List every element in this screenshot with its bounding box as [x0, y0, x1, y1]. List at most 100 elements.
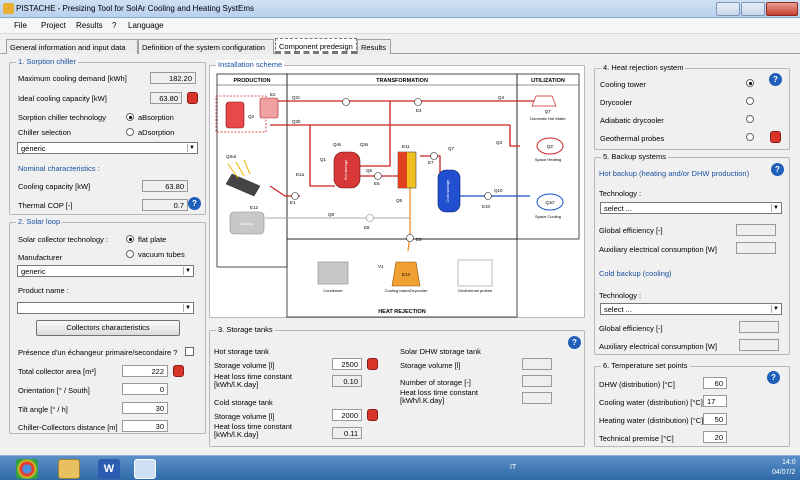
hot-backup-tech-dropdown[interactable]: select ...▼: [600, 202, 782, 214]
pipe-q4s: [360, 101, 391, 167]
cold-backup-tech-dropdown[interactable]: select ...▼: [600, 303, 782, 315]
orientation-field[interactable]: 0: [122, 383, 168, 395]
cooling-capacity-label: Cooling capacity [kW]: [18, 182, 91, 191]
language-indicator[interactable]: IT: [510, 464, 517, 471]
heat-exchanger-checkbox[interactable]: [185, 347, 194, 356]
collectors-characteristics-button[interactable]: Collectors characteristics: [36, 320, 180, 336]
q3p-label: Q3': [547, 144, 554, 149]
utilization-frame: [516, 73, 580, 240]
tab-system-configuration[interactable]: Definition of the system configuration: [138, 39, 274, 54]
product-name-dropdown[interactable]: ▼: [17, 302, 194, 314]
hot-loss-label: Heat loss time constant [kWh/l.K.day]: [214, 372, 292, 389]
chiller-tech-label: Sorption chiller technology: [18, 113, 106, 122]
technical-premise-field[interactable]: 20: [703, 431, 727, 443]
heat-exchanger-label: Présence d'un échangeur primaire/seconda…: [18, 348, 178, 357]
q8-label: Q8: [328, 212, 335, 217]
cooling-tower-radio[interactable]: [746, 79, 754, 87]
adiabatic-drycooler-radio[interactable]: [746, 115, 754, 123]
tab-bar: General information and input data Defin…: [0, 38, 800, 54]
chiller-selection-value: generic: [21, 144, 46, 153]
dhw-storage-component: [225, 101, 245, 129]
flat-plate-label: flat plate: [138, 235, 167, 244]
adsorption-label: aDsorption: [138, 128, 175, 137]
cooling-water-field[interactable]: 17: [703, 395, 727, 407]
geothermal-probes-label: Geothermal probes: [600, 134, 665, 143]
clock-time[interactable]: 14:0: [782, 459, 796, 466]
taskbar: W IT 14:0 04/07/2: [0, 455, 800, 480]
hot-volume-field[interactable]: 2500: [332, 358, 362, 370]
cold-backup-title: Cold backup (cooling): [599, 269, 672, 278]
delete-icon[interactable]: [770, 131, 781, 143]
cold-loss-label: Heat loss time constant [kWh/l.K.day]: [214, 422, 292, 439]
cold-volume-field[interactable]: 2000: [332, 409, 362, 421]
q2-label: Q2: [248, 114, 255, 119]
pump-icon: [342, 98, 350, 106]
hot-efficiency-label: Global efficiency [-]: [599, 226, 663, 235]
heating-water-field[interactable]: 50: [703, 413, 727, 425]
dhw-volume-field: [522, 358, 552, 370]
drycooler-radio[interactable]: [746, 97, 754, 105]
group-title: 5. Backup systems: [601, 152, 668, 161]
scheme-diagram: PRODUCTION TRANSFORMATION UTILIZATION HE…: [215, 73, 580, 318]
pump-icon: [374, 172, 382, 180]
dhw-setpoint-field[interactable]: 60: [703, 377, 727, 389]
tab-component-predesign[interactable]: Component predesign: [275, 38, 357, 54]
menu-project[interactable]: Project: [41, 21, 66, 30]
chiller-selection-dropdown[interactable]: generic▼: [17, 142, 198, 154]
help-icon[interactable]: ?: [769, 73, 782, 86]
delete-icon[interactable]: [367, 358, 378, 370]
backup-component: [229, 211, 265, 235]
sun-ray: [227, 163, 239, 179]
heat-rejection-group: 4. Heat rejection system Cooling tower D…: [594, 63, 790, 150]
word-icon[interactable]: W: [98, 459, 120, 479]
geothermal-probes-radio[interactable]: [746, 133, 754, 141]
dhw-loss-label: Heat loss time constant [kWh/l.K.day]: [400, 388, 478, 405]
help-icon[interactable]: ?: [568, 336, 581, 349]
cooling-capacity-field: 63.80: [142, 180, 188, 192]
delete-icon[interactable]: [173, 365, 184, 377]
collector-area-field[interactable]: 222: [122, 365, 168, 377]
folder-icon[interactable]: [58, 459, 80, 479]
absorption-radio[interactable]: [126, 113, 134, 121]
e2-exchanger-component: [259, 97, 279, 119]
menu-language[interactable]: Language: [128, 21, 164, 30]
menu-results[interactable]: Results: [76, 21, 103, 30]
chrome-icon[interactable]: [16, 459, 38, 479]
manufacturer-value: generic: [21, 267, 46, 276]
qsol-label: QSol: [226, 154, 236, 159]
group-title: 6. Temperature set points: [601, 361, 690, 370]
pump-icon: [291, 192, 299, 200]
clock-date[interactable]: 04/07/2: [772, 469, 796, 476]
menu-file[interactable]: File: [14, 21, 27, 30]
tab-results[interactable]: Results: [357, 39, 391, 54]
close-button[interactable]: [766, 2, 798, 16]
cooling-tower-label: Cooling tower/Drycooler: [385, 288, 428, 293]
help-icon[interactable]: ?: [188, 197, 201, 210]
tilt-angle-field[interactable]: 30: [122, 402, 168, 414]
vacuum-tubes-radio[interactable]: [126, 250, 134, 258]
delete-icon[interactable]: [367, 409, 378, 421]
help-icon[interactable]: ?: [767, 371, 780, 384]
help-icon[interactable]: ?: [771, 163, 784, 176]
sorption-chiller-group: 1. Sorption chiller Maximum cooling dema…: [9, 57, 206, 215]
distance-field[interactable]: 30: [122, 420, 168, 432]
q10-label: Q10: [494, 188, 503, 193]
menu-help[interactable]: ?: [112, 21, 117, 30]
hot-backup-title: Hot backup (heating and/or DHW productio…: [599, 169, 750, 178]
hot-aux-label: Auxiliary electrical consumption [W]: [599, 245, 717, 254]
delete-icon[interactable]: [187, 92, 198, 104]
flat-plate-radio[interactable]: [126, 235, 134, 243]
production-label: PRODUCTION: [234, 78, 271, 84]
pipe-q3: [509, 125, 520, 147]
pistache-taskbar-icon[interactable]: [134, 459, 156, 479]
tab-general-information[interactable]: General information and input data: [6, 39, 138, 54]
adsorption-radio[interactable]: [126, 128, 134, 136]
manufacturer-dropdown[interactable]: generic▼: [17, 265, 194, 277]
q3-label: Q3: [496, 140, 503, 145]
q10p-label: Q10': [545, 200, 555, 205]
group-title: 3. Storage tanks: [216, 325, 275, 334]
pipe-q7: [420, 155, 441, 176]
minimize-button[interactable]: [716, 2, 740, 16]
maximize-button[interactable]: [741, 2, 765, 16]
scheme-title: Installation scheme: [216, 60, 285, 69]
